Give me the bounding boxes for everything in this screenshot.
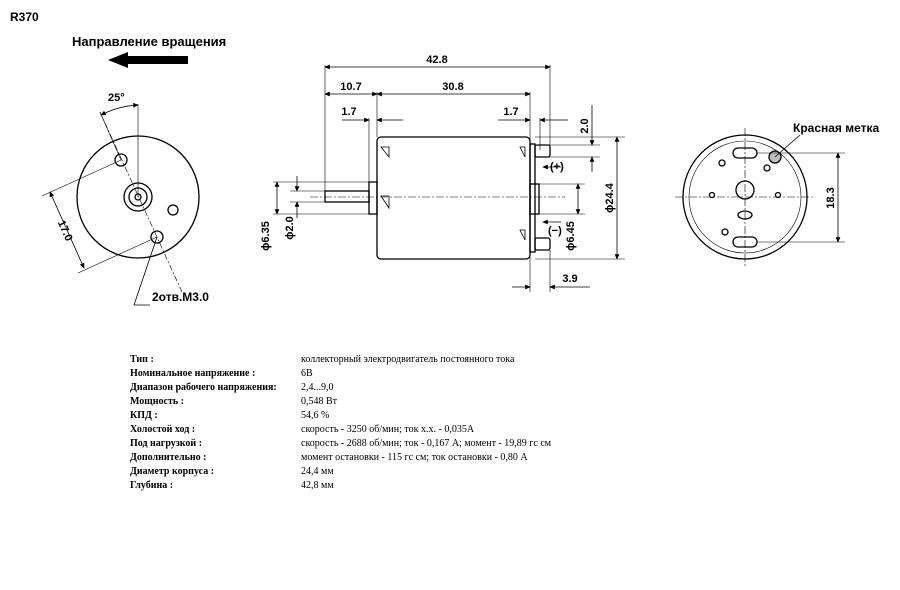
spec-row: Номинальное напряжение : 6В	[130, 367, 561, 381]
motor-drawing: 25° 17.0	[41, 52, 845, 306]
dim-flange-right: 1.7	[503, 106, 518, 118]
spec-value: 0,548 Вт	[301, 396, 338, 407]
dim-body-length: 30.8	[442, 81, 463, 93]
spec-key: Номинальное напряжение :	[130, 368, 256, 379]
dim-rear: 18.3	[825, 187, 837, 208]
spec-row: Под нагрузкой : скорость - 2688 об/мин; т…	[130, 437, 561, 451]
rotation-arrow-icon	[108, 52, 188, 68]
mount-hole-bottom	[150, 230, 164, 244]
front-dim-label: 17.0	[55, 219, 75, 243]
side-view	[273, 64, 625, 292]
spec-key: Холостой ход :	[130, 424, 196, 435]
spec-row: Глубина : 42,8 мм	[130, 479, 561, 493]
dim-flange-left: 1.7	[341, 106, 356, 118]
spec-value: 2,4...9,0	[301, 382, 334, 393]
spec-value: 6В	[301, 368, 313, 379]
spec-key: Глубина :	[130, 480, 174, 491]
dim-boss-diameter: ϕ6.35	[260, 221, 272, 251]
spec-row: Диаметр корпуса : 24,4 мм	[130, 465, 561, 479]
angle-label: 25°	[108, 92, 125, 104]
specs-table: Тип : коллекторный электродвигатель посто…	[130, 353, 561, 493]
model-label: R370	[10, 10, 39, 24]
dim-terminal-span: ϕ6.45	[565, 221, 577, 251]
mounting-holes-label: 2отв.M3.0	[152, 290, 209, 304]
spec-value: скорость - 3250 об/мин; ток х.х. - 0,035…	[301, 424, 475, 435]
rear-view	[675, 128, 845, 266]
spec-row: Дополнительно : момент остановки - 115 гс…	[130, 451, 561, 465]
dim-total-length: 42.8	[426, 54, 447, 66]
front-view	[41, 102, 200, 306]
spec-key: Диапазон рабочего напряжения:	[130, 382, 277, 393]
dim-body-diameter: ϕ24.4	[604, 182, 616, 213]
spec-key: Диаметр корпуса :	[130, 466, 215, 477]
dim-shaft-diameter: ϕ2.0	[284, 216, 296, 240]
spec-key: Дополнительно :	[130, 452, 207, 463]
rotation-direction-label: Направление вращения	[72, 34, 227, 49]
terminal-plus-label: (+)	[550, 161, 564, 173]
dim-terminal-offset: 2.0	[579, 118, 591, 133]
dim-terminal-length: 3.9	[562, 273, 577, 285]
spec-key: КПД :	[130, 410, 158, 421]
spec-key: Тип :	[130, 354, 154, 365]
spec-row: Тип : коллекторный электродвигатель посто…	[130, 353, 561, 367]
spec-row: Диапазон рабочего напряжения: 2,4...9,0	[130, 381, 561, 395]
spec-value: 24,4 мм	[301, 466, 334, 477]
red-mark-label: Красная метка	[793, 121, 880, 135]
dim-shaft-part: 10.7	[340, 81, 361, 93]
spec-value: момент остановки - 115 гс см; ток остано…	[301, 452, 528, 463]
spec-key: Под нагрузкой :	[130, 438, 203, 449]
spec-key: Мощность :	[130, 396, 184, 407]
spec-value: 42,8 мм	[301, 480, 334, 491]
spec-value: 54,6 %	[301, 410, 330, 421]
spec-value: скорость - 2688 об/мин; ток - 0,167 А; м…	[301, 438, 552, 449]
spec-value: коллекторный электродвигатель постоянног…	[301, 354, 515, 365]
spec-row: Холостой ход : скорость - 3250 об/мин; то…	[130, 423, 561, 437]
spec-row: КПД : 54,6 %	[130, 409, 561, 423]
mount-hole-top	[114, 153, 128, 167]
spec-row: Мощность : 0,548 Вт	[130, 395, 561, 409]
terminal-minus-label: (−)	[548, 225, 562, 237]
